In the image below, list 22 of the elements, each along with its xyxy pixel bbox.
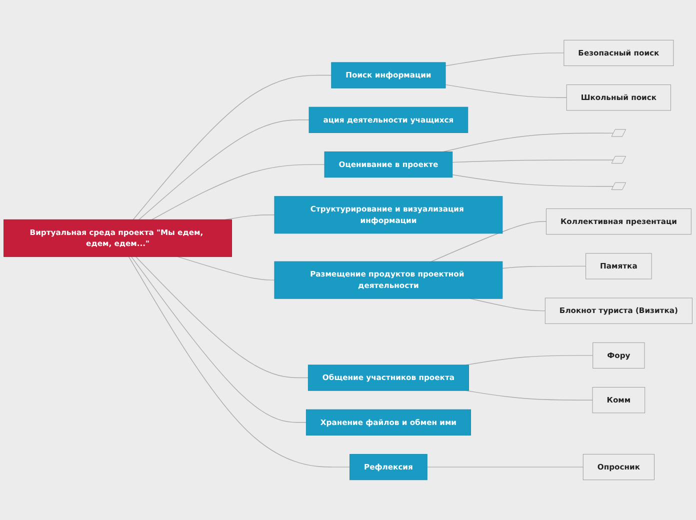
connector [452,160,614,163]
connector [128,256,350,468]
node-bar [611,182,626,190]
connector [177,256,275,280]
connector [502,266,586,269]
connector [452,174,614,187]
node-bar [611,156,626,164]
connector [430,221,547,262]
connector [470,298,546,312]
connector [225,214,275,220]
connector [151,164,325,220]
connector [466,355,594,366]
connector [445,52,564,66]
connector [466,390,593,400]
connector [132,74,332,220]
connector [443,132,614,152]
node-bar [611,129,626,137]
connector [445,84,567,98]
connector [138,120,310,220]
connector [426,466,584,468]
connector [135,256,309,378]
connector [131,256,307,423]
